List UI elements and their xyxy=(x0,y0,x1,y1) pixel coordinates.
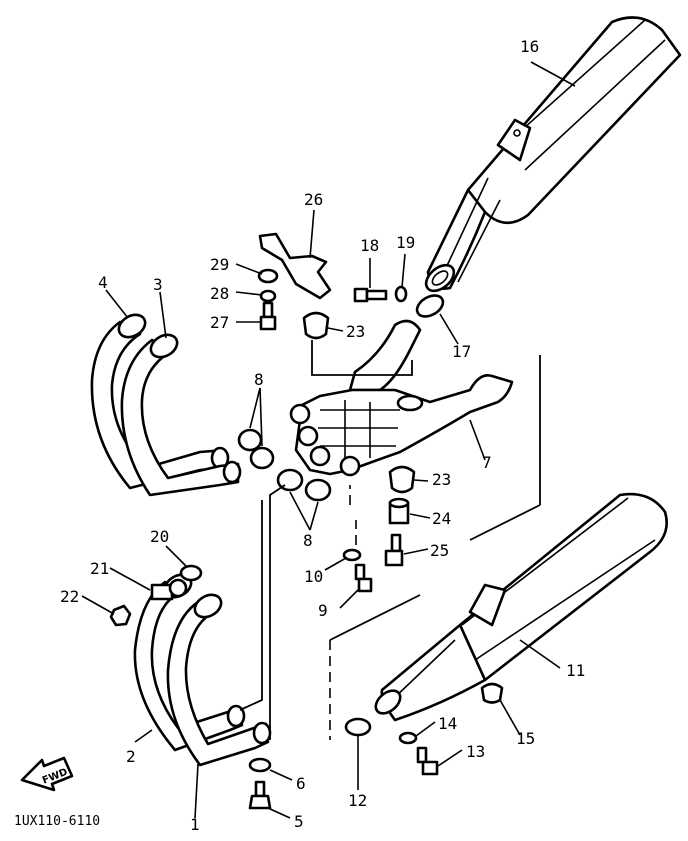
callout-28: 28 xyxy=(210,284,229,303)
callouts: 1 2 3 4 5 6 7 8 8 9 10 11 12 13 14 15 16… xyxy=(60,37,585,834)
callout-22: 22 xyxy=(60,587,79,606)
callout-25: 25 xyxy=(430,541,449,560)
washer xyxy=(342,548,362,562)
bracket xyxy=(258,232,332,300)
callout-14: 14 xyxy=(438,714,457,733)
gasket xyxy=(415,294,445,318)
forward-arrow-icon: FWD xyxy=(20,756,74,792)
bolt xyxy=(416,746,439,776)
gasket xyxy=(248,757,272,773)
callout-16: 16 xyxy=(520,37,539,56)
callout-19: 19 xyxy=(396,233,415,252)
washer xyxy=(257,268,279,284)
part-code: 1UX110-6110 xyxy=(14,814,100,829)
callout-17: 17 xyxy=(452,342,471,361)
callout-7: 7 xyxy=(482,453,492,472)
spring-washer xyxy=(259,289,277,303)
collar xyxy=(388,497,410,525)
nut xyxy=(109,604,132,627)
grommet xyxy=(388,465,416,494)
leader-lines xyxy=(81,61,576,819)
callout-6: 6 xyxy=(296,774,306,793)
gasket xyxy=(179,564,203,582)
callout-5: 5 xyxy=(294,812,304,831)
exhaust-pipe xyxy=(166,593,272,767)
callout-10: 10 xyxy=(304,567,323,586)
grommet xyxy=(302,311,330,340)
bolt xyxy=(354,563,373,593)
callout-20: 20 xyxy=(150,527,169,546)
callout-21: 21 xyxy=(90,559,109,578)
upper-muffler xyxy=(424,16,682,293)
callout-24: 24 xyxy=(432,509,451,528)
bolt xyxy=(259,301,277,331)
callout-13: 13 xyxy=(466,742,485,761)
callout-2: 2 xyxy=(126,747,136,766)
callout-29: 29 xyxy=(210,255,229,274)
washer xyxy=(398,731,418,745)
callout-18: 18 xyxy=(360,236,379,255)
callout-8: 8 xyxy=(254,370,264,389)
callout-27: 27 xyxy=(210,313,229,332)
bolt xyxy=(353,287,388,303)
sensor-fitting xyxy=(150,578,188,601)
callout-3: 3 xyxy=(153,275,163,294)
callout-26: 26 xyxy=(304,190,323,209)
bolt xyxy=(384,533,404,567)
exhaust-pipe xyxy=(120,333,242,497)
callout-12: 12 xyxy=(348,791,367,810)
cap xyxy=(480,682,504,704)
callout-9: 9 xyxy=(318,601,328,620)
callout-8b: 8 xyxy=(303,531,313,550)
callout-11: 11 xyxy=(566,661,585,680)
bolt xyxy=(248,780,272,810)
joint-ring xyxy=(237,428,332,502)
lower-muffler xyxy=(374,492,668,722)
callout-23b: 23 xyxy=(432,470,451,489)
callout-23: 23 xyxy=(346,322,365,341)
callout-4: 4 xyxy=(98,273,108,292)
callout-1: 1 xyxy=(190,815,200,834)
washer xyxy=(394,285,408,303)
exhaust-collector xyxy=(289,319,514,477)
callout-15: 15 xyxy=(516,729,535,748)
gasket xyxy=(344,717,372,737)
